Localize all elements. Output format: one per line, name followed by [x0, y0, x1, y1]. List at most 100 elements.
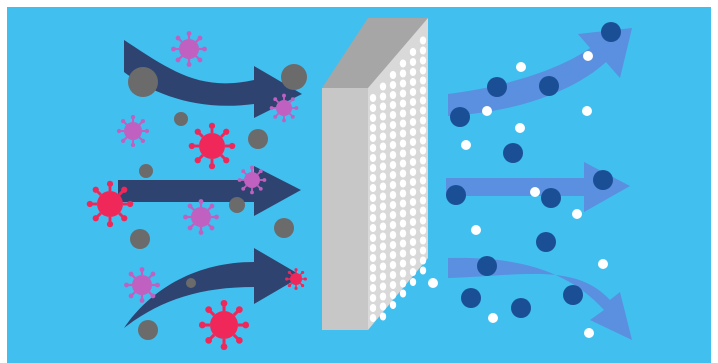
filter-hole: [410, 258, 416, 266]
clean-air-dot-icon: [598, 259, 608, 269]
filter-hole: [390, 181, 396, 189]
filter-hole: [390, 71, 396, 79]
clean-air-dot-icon: [471, 225, 481, 235]
filter-hole: [390, 171, 396, 179]
filter-hole: [410, 88, 416, 96]
dust-particle-icon: [139, 164, 153, 178]
filter-hole: [370, 94, 376, 102]
filter-hole: [380, 123, 386, 131]
filter-hole: [390, 261, 396, 269]
filter-hole: [410, 108, 416, 116]
filter-hole: [370, 194, 376, 202]
filter-hole: [420, 217, 426, 225]
filter-hole: [400, 60, 406, 68]
filter-front-face: [322, 88, 368, 330]
filter-hole: [370, 254, 376, 262]
filter-hole: [380, 313, 386, 321]
filter-hole: [410, 58, 416, 66]
filter-hole: [400, 80, 406, 88]
filter-hole: [400, 210, 406, 218]
filter-hole: [390, 101, 396, 109]
filter-hole: [410, 198, 416, 206]
filter-hole: [420, 137, 426, 145]
filter-hole: [390, 301, 396, 309]
filter-hole: [400, 160, 406, 168]
filter-hole: [390, 221, 396, 229]
filter-hole: [410, 98, 416, 106]
filter-hole: [380, 173, 386, 181]
filter-hole: [390, 191, 396, 199]
filter-hole: [400, 200, 406, 208]
dust-particle-icon: [186, 278, 196, 288]
filter-hole: [420, 177, 426, 185]
filtered-particle-icon: [539, 76, 559, 96]
red-virus-icon: [199, 300, 249, 350]
filter-hole: [410, 148, 416, 156]
filter-hole: [420, 37, 426, 45]
filter-hole: [380, 133, 386, 141]
filter-hole: [370, 314, 376, 322]
filtered-particle-icon: [446, 185, 466, 205]
filter-hole: [400, 180, 406, 188]
filter-hole: [380, 113, 386, 121]
clean-air-dot-icon: [530, 187, 540, 197]
filter-hole: [370, 204, 376, 212]
filter-hole: [420, 237, 426, 245]
dust-particle-icon: [229, 197, 245, 213]
filter-hole: [390, 251, 396, 259]
pink-virus-icon: [171, 31, 207, 67]
filter-hole: [410, 208, 416, 216]
filter-hole: [370, 144, 376, 152]
clean-air-dot-icon: [572, 209, 582, 219]
filter-hole: [400, 110, 406, 118]
filter-hole: [420, 147, 426, 155]
filter-hole: [410, 128, 416, 136]
filter-hole: [400, 90, 406, 98]
filter-hole: [400, 140, 406, 148]
filter-hole: [380, 263, 386, 271]
filter-hole: [380, 233, 386, 241]
dust-particle-icon: [281, 64, 307, 90]
filter-hole: [370, 244, 376, 252]
filter-hole: [420, 227, 426, 235]
filter-hole: [370, 184, 376, 192]
filter-hole: [380, 103, 386, 111]
filtered-particle-icon: [461, 288, 481, 308]
filter-hole: [420, 47, 426, 55]
filter-hole: [370, 234, 376, 242]
filter-hole: [370, 264, 376, 272]
filter-hole: [390, 161, 396, 169]
filtered-particle-icon: [503, 143, 523, 163]
filter-hole: [390, 281, 396, 289]
filtered-particle-icon: [511, 298, 531, 318]
filter-hole: [380, 143, 386, 151]
red-virus-icon: [189, 123, 236, 170]
filter-hole: [410, 118, 416, 126]
filter-hole: [420, 267, 426, 275]
filter-hole: [400, 190, 406, 198]
filter-hole: [400, 100, 406, 108]
filter-hole: [390, 121, 396, 129]
clean-air-dot-icon: [461, 140, 471, 150]
filter-hole: [370, 294, 376, 302]
filter-hole: [410, 158, 416, 166]
pink-virus-icon: [124, 267, 160, 303]
filtered-particle-icon: [536, 232, 556, 252]
dust-particle-icon: [248, 129, 268, 149]
filter-hole: [370, 304, 376, 312]
filter-hole: [370, 274, 376, 282]
pink-virus-icon: [117, 115, 149, 147]
filter-hole: [410, 278, 416, 286]
filter-hole: [380, 273, 386, 281]
filter-hole: [420, 57, 426, 65]
filter-hole: [420, 187, 426, 195]
filter-hole: [390, 151, 396, 159]
filtered-particle-icon: [541, 188, 561, 208]
filter-hole: [400, 220, 406, 228]
filter-hole: [410, 78, 416, 86]
filter-hole: [410, 48, 416, 56]
filtered-particle-icon: [601, 22, 621, 42]
filtered-particle-icon: [477, 256, 497, 276]
filter-hole: [420, 127, 426, 135]
